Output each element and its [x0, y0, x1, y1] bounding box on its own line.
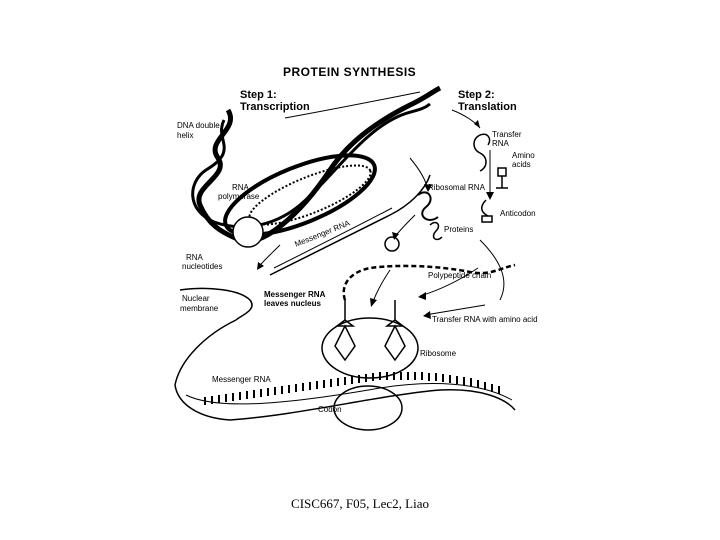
label-anticodon: Anticodon	[500, 209, 536, 218]
label-dna-double-helix: DNA double	[177, 121, 220, 130]
label-messenger-rna: Messenger RNA	[212, 375, 271, 384]
label-mrna-leaves-nucleus-2: leaves nucleus	[264, 299, 321, 308]
ribosome-small-subunit	[333, 385, 403, 431]
amino-acid-icon	[496, 167, 508, 189]
label-proteins: Proteins	[444, 225, 473, 234]
ribosomal-rna-squiggle	[417, 191, 439, 221]
rna-polymerase	[232, 216, 264, 248]
label-transfer-rna: Transfer	[492, 130, 522, 139]
transfer-rna-icon	[473, 133, 491, 172]
cytoplasm-strand-right	[479, 239, 505, 301]
mrna-cytoplasm-inner	[185, 383, 513, 405]
label-amino-acids: Amino	[512, 151, 535, 160]
label-codon: Codon	[318, 405, 342, 414]
polypeptide-chain	[342, 263, 516, 301]
slide-footer: CISC667, F05, Lec2, Liao	[291, 496, 429, 511]
label-dna-double-helix-2: helix	[177, 131, 193, 140]
ribosome-free-icon	[384, 236, 400, 252]
step2-line2: Translation	[458, 101, 517, 113]
proteins-icon	[429, 221, 443, 241]
label-transfer-rna-2: RNA	[492, 139, 510, 148]
rna-polymerase-bubble	[223, 153, 377, 237]
cytoplasm-strand	[284, 91, 421, 119]
label-rna-nucleotides-2: nucleotides	[182, 262, 222, 271]
mrna-strand-nucleus	[269, 174, 431, 276]
mrna-strand-nucleus-inner	[273, 207, 393, 269]
diagram-title: PROTEIN SYNTHESIS	[283, 65, 416, 79]
arrowheads	[257, 120, 494, 319]
trna-in-ribosome-right	[384, 300, 406, 362]
label-rna-polymerase: RNA	[232, 183, 250, 192]
label-nuclear-membrane: Nuclear	[182, 294, 210, 303]
label-trna-with-amino-acid: Transfer RNA with amino acid	[432, 315, 538, 324]
step1-line2: Transcription	[240, 101, 310, 113]
label-ribosomal-rna: Ribosomal RNA	[428, 183, 486, 192]
trna-in-ribosome-left	[334, 300, 356, 362]
anticodon-icon	[481, 199, 493, 223]
label-rna-nucleotides: RNA	[186, 253, 204, 262]
ribosome-large-subunit	[321, 317, 419, 379]
label-ribosome: Ribosome	[420, 349, 457, 358]
label-polypeptide-chain: Polypeptide chain	[428, 271, 491, 280]
label-rna-polymerase-2: polymerase	[218, 192, 260, 201]
step1-line1: Step 1:	[240, 89, 277, 101]
label-nuclear-membrane-2: membrane	[180, 304, 219, 313]
step2-line1: Step 2:	[458, 89, 495, 101]
mrna-cytoplasm-outer	[174, 319, 516, 421]
label-amino-acids-2: acids	[512, 160, 531, 169]
label-mrna-leaves-nucleus: Messenger RNA	[264, 290, 326, 299]
nuclear-membrane	[179, 287, 253, 321]
